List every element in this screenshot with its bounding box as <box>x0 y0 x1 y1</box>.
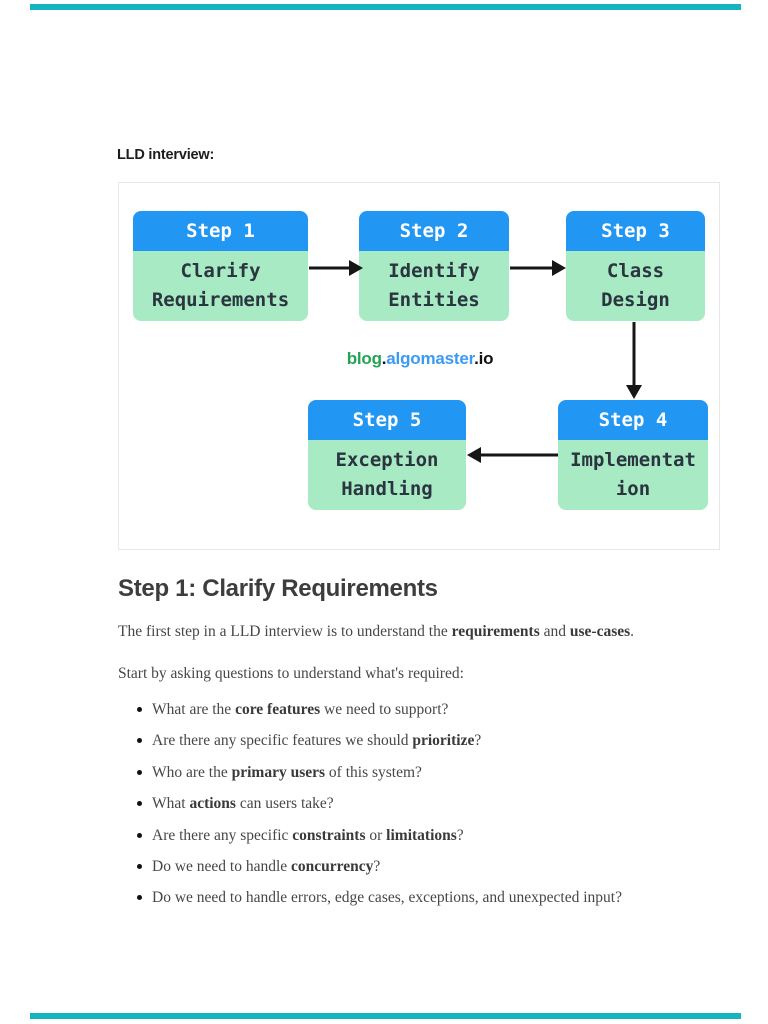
bullet-dot-icon <box>137 863 142 869</box>
watermark-name: algomaster <box>386 349 475 368</box>
step-box-2: Step 2 Identify Entities <box>359 211 509 321</box>
step-box-1-body: Clarify Requirements <box>133 251 308 321</box>
step-box-4: Step 4 Implementat ion <box>558 400 708 510</box>
bullet-dot-icon <box>137 707 142 712</box>
step-box-3-line: Design <box>601 289 670 311</box>
teal-divider-top <box>30 4 741 10</box>
teal-divider-bottom <box>30 1013 741 1019</box>
watermark-blog-algomaster-io: blog.algomaster.io <box>119 349 721 369</box>
bullet-dot-icon <box>137 832 142 838</box>
question-list: What are the core features we need to su… <box>118 700 758 920</box>
watermark-blog: blog <box>346 349 382 368</box>
flowchart-figure: Step 1 Clarify Requirements Step 2 Ident… <box>118 182 720 550</box>
step-box-5-body: Exception Handling <box>308 440 466 510</box>
watermark-dot: . <box>381 349 387 368</box>
step-box-2-header: Step 2 <box>359 211 509 251</box>
step-box-4-header: Step 4 <box>558 400 708 440</box>
step-box-3-body: Class Design <box>566 251 705 321</box>
arrow-step2-to-step3-icon <box>510 260 566 276</box>
article-title: Step 1: Clarify Requirements <box>118 575 438 602</box>
step-box-2-body: Identify Entities <box>359 251 509 321</box>
step-box-1-header: Step 1 <box>133 211 308 251</box>
list-item: Are there any specific features we shoul… <box>118 731 758 762</box>
step-box-1-line: Requirements <box>151 289 290 311</box>
bullet-text: Are there any specific features we shoul… <box>152 732 482 750</box>
bullet-dot-icon <box>137 895 142 901</box>
bullet-dot-icon <box>137 801 142 807</box>
step-box-3: Step 3 Class Design <box>566 211 705 321</box>
bullet-dot-icon <box>137 769 142 775</box>
article-paragraph: Start by asking questions to understand … <box>118 665 464 682</box>
list-item: Are there any specific constraints or li… <box>118 826 758 857</box>
list-item: Who are the primary users of this system… <box>118 763 758 794</box>
watermark-tld: .io <box>474 349 494 368</box>
step-box-4-line: Implementat <box>570 449 696 471</box>
bullet-text: Are there any specific constraints or li… <box>152 826 464 844</box>
step-box-4-body: Implementat ion <box>558 440 708 510</box>
bullet-text: Who are the primary users of this system… <box>152 763 422 781</box>
step-box-5: Step 5 Exception Handling <box>308 400 466 510</box>
page-heading: LLD interview: <box>117 147 215 163</box>
bullet-dot-icon <box>137 738 142 744</box>
step-box-1: Step 1 Clarify Requirements <box>133 211 308 321</box>
list-item: Do we need to handle errors, edge cases,… <box>118 888 758 919</box>
arrow-step1-to-step2-icon <box>309 260 363 276</box>
step-box-5-header: Step 5 <box>308 400 466 440</box>
article-paragraph: The first step in a LLD interview is to … <box>118 623 635 640</box>
bullet-text: What actions can users take? <box>152 795 334 813</box>
bullet-text: What are the core features we need to su… <box>152 701 449 718</box>
list-item: Do we need to handle concurrency? <box>118 857 758 888</box>
arrow-step4-to-step5-icon <box>467 447 558 463</box>
bullet-text: Do we need to handle concurrency? <box>152 857 381 875</box>
step-box-2-line: Identify <box>388 260 480 282</box>
list-item: What are the core features we need to su… <box>118 700 758 731</box>
step-box-3-line: Class <box>606 260 665 282</box>
step-box-3-header: Step 3 <box>566 211 705 251</box>
step-box-5-line: Exception <box>335 449 439 471</box>
step-box-4-line: ion <box>615 478 651 500</box>
step-box-2-line: Entities <box>388 289 480 311</box>
bullet-text: Do we need to handle errors, edge cases,… <box>152 889 622 907</box>
step-box-5-line: Handling <box>341 478 433 500</box>
list-item: What actions can users take? <box>118 794 758 825</box>
step-box-1-line: Clarify <box>180 260 261 282</box>
